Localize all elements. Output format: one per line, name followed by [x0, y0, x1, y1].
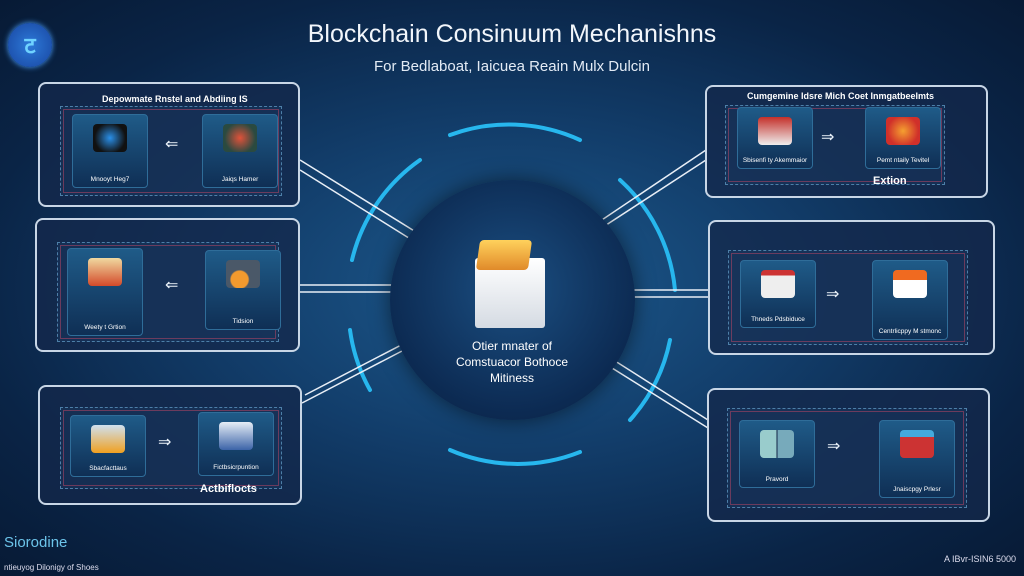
mechanism-card[interactable]: Tidsion [205, 250, 281, 330]
card-label: Jaiqs Hamer [221, 176, 259, 184]
arrow-right-icon: ⇒ [826, 286, 840, 303]
panel-1: Depowmate Rnstel and Abdiing IS Mnooyt H… [38, 82, 300, 207]
equals-arrow-icon: ⇐ [165, 277, 179, 294]
store-icon [900, 430, 934, 458]
panel-5: Thneds Pdsbiduce ⇒ Centrlicppy M stmonc [708, 220, 995, 355]
page-title: Blockchain Consinuum Mechanishns [307, 20, 717, 48]
center-line: Comstuacor Bothoce [455, 355, 569, 370]
mechanism-card[interactable]: Jaiqs Hamer [202, 114, 278, 188]
card-label: Sbacfacttaus [89, 465, 127, 473]
center-label: Otier mnater of Comstuacor Bothoce Mitin… [412, 338, 612, 387]
gold-block-icon [475, 240, 533, 270]
panel-title: Cumgemine Idsre Mich Coet Inmgatbeelmts [747, 91, 935, 101]
server-icon [91, 425, 125, 453]
center-line: Mitiness [489, 371, 534, 386]
panel-caption: Actbiflocts [200, 483, 257, 495]
page-subtitle: For Bedlaboat, Iaicuea Reain Mulx Dulcin [374, 58, 650, 75]
coin-icon [226, 260, 260, 288]
card-label: Jnaiscpgy Prlesr [893, 486, 941, 494]
card-label: Mnooyt Heg7 [90, 176, 130, 184]
container-icon [88, 258, 122, 286]
cube-icon [886, 117, 920, 145]
panel-caption: Extion [873, 175, 907, 187]
arrow-right-icon: ⇒ [821, 129, 835, 146]
window-icon [761, 270, 795, 298]
footer-credit: A IBvr-ISIN6 5000 [943, 554, 1016, 564]
card-label: Sbisenfi ty Akemmaior [742, 157, 808, 165]
house-icon [758, 117, 792, 145]
arrow-right-icon: ⇒ [827, 438, 841, 455]
panel-title: Depowmate Rnstel and Abdiing IS [102, 94, 248, 104]
card-label: Pemt ntaily Tevitel [876, 157, 930, 165]
mechanism-card[interactable]: Centrlicppy M stmonc [872, 260, 948, 340]
panel-6: Pravord ⇒ Jnaiscpgy Prlesr [707, 388, 990, 522]
mechanism-card[interactable]: Sbacfacttaus [70, 415, 146, 477]
panel-2: Weety t Grtion ⇐ Tidsion [35, 218, 300, 352]
document-icon [223, 124, 257, 152]
center-line: Otier mnater of [471, 339, 553, 353]
card-label: Pravord [765, 476, 789, 484]
node-icon [93, 124, 127, 152]
mechanism-card[interactable]: Pravord [739, 420, 815, 488]
mechanism-card[interactable]: Sbisenfi ty Akemmaior [737, 107, 813, 169]
mechanism-card[interactable]: Mnooyt Heg7 [72, 114, 148, 188]
mechanism-card[interactable]: Weety t Grtion [67, 248, 143, 336]
mechanism-card[interactable]: Thneds Pdsbiduce [740, 260, 816, 328]
mechanism-card[interactable]: Fictbsicrpuntion [198, 412, 274, 476]
panel-4: Sbisenfi ty Akemmaior ⇒ Pemt ntaily Tevi… [705, 85, 988, 198]
mechanism-card[interactable]: Jnaiscpgy Prlesr [879, 420, 955, 498]
panel-3: Sbacfacttaus ⇒ Fictbsicrpuntion Actbiflo… [38, 385, 302, 505]
bank-icon [219, 422, 253, 450]
card-label: Centrlicppy M stmonc [878, 328, 942, 336]
card-label: Fictbsicrpuntion [213, 464, 259, 472]
card-label: Tidsion [232, 318, 254, 326]
dashed-ring [348, 122, 677, 466]
brand-logo: Siorodine [4, 534, 68, 551]
card-label: Thneds Pdsbiduce [751, 316, 805, 324]
arrow-right-icon: ⇒ [158, 434, 172, 451]
mechanism-card[interactable]: Pemt ntaily Tevitel [865, 107, 941, 169]
equals-arrow-icon: ⇐ [165, 136, 179, 153]
gallery-icon [760, 430, 794, 458]
logo-icon: ट [8, 23, 52, 67]
block-fire-icon [893, 270, 927, 298]
arrow-1 [299, 159, 433, 251]
brand-tagline: ntieuyog Dilonigy of Shoes [4, 563, 99, 572]
card-label: Weety t Grtion [84, 324, 126, 332]
